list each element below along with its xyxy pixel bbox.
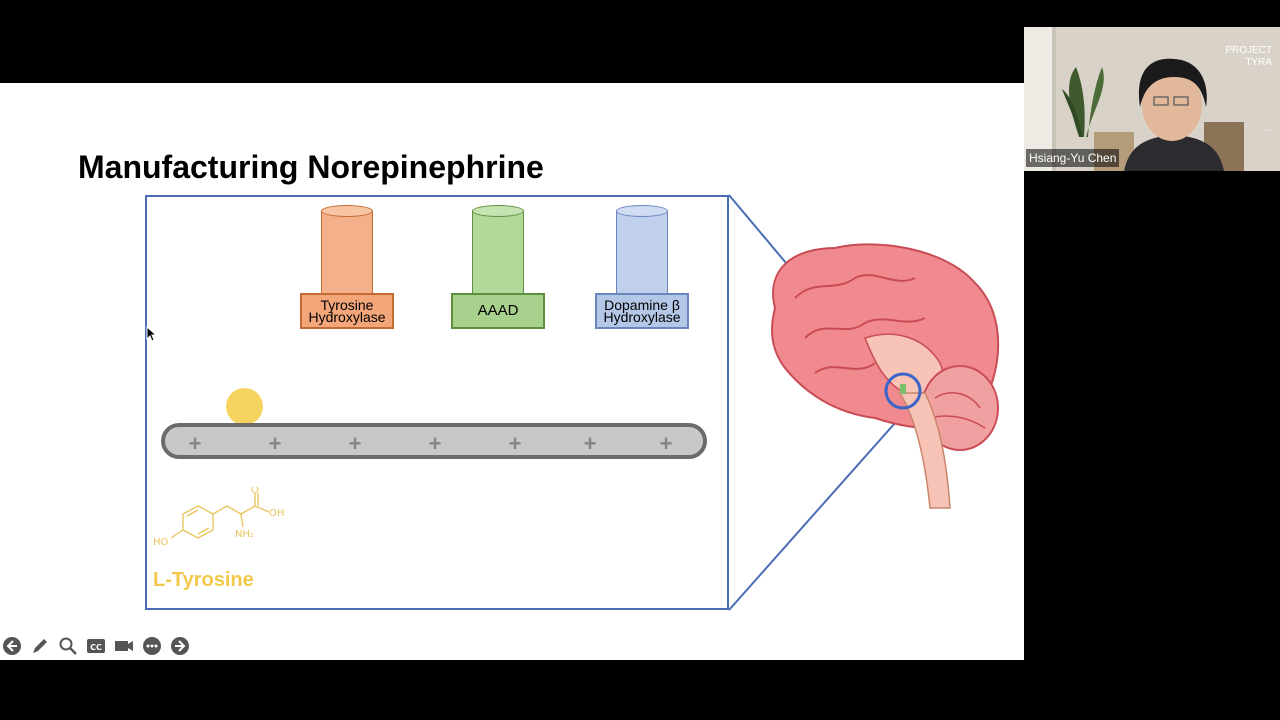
more-icon <box>143 637 161 655</box>
plus-icon: + <box>583 431 597 456</box>
pen-button[interactable] <box>30 636 50 656</box>
participant-video-tile[interactable]: PROJECT TYRA ... Hsiang-Yu Chen <box>1024 27 1280 171</box>
watermark-line: PROJECT <box>1225 45 1272 56</box>
enzyme-aaad: AAAD <box>451 205 545 331</box>
next-icon <box>171 637 189 655</box>
participant-name: Hsiang-Yu Chen <box>1026 149 1120 167</box>
enzyme-dopamine-beta-hydroxylase: Dopamine β Hydroxylase <box>595 205 689 331</box>
enzyme-label: Tyrosine Hydroxylase <box>300 293 394 329</box>
previous-slide-button[interactable] <box>2 636 22 656</box>
previous-icon <box>3 637 21 655</box>
atom-o: O <box>251 487 259 496</box>
plus-icon: + <box>428 431 442 456</box>
pathway-diagram: Tyrosine Hydroxylase AAAD Dopamine β Hyd… <box>145 195 729 610</box>
presentation-slide: Manufacturing Norepinephrine Tyrosine Hy… <box>0 83 1024 660</box>
brain-illustration <box>771 243 1000 509</box>
plus-icon: + <box>268 431 282 456</box>
mouse-cursor-icon <box>146 326 158 342</box>
watermark: PROJECT TYRA <box>1225 45 1272 69</box>
atom-ho: HO <box>153 537 169 548</box>
atom-nh2: NH₂ <box>235 529 254 540</box>
more-options-button[interactable] <box>142 636 162 656</box>
camera-icon <box>115 641 133 651</box>
atom-oh: OH <box>269 508 284 519</box>
watermark-line: TYRA <box>1245 57 1272 68</box>
enzyme-label: AAAD <box>451 293 545 329</box>
camera-button[interactable] <box>114 636 134 656</box>
zoom-button[interactable] <box>58 636 78 656</box>
captions-icon: CC <box>87 639 105 653</box>
enzyme-tyrosine-hydroxylase: Tyrosine Hydroxylase <box>300 205 394 331</box>
plus-icon: + <box>188 431 202 456</box>
conveyor-belt: + + + + + + + <box>161 423 707 459</box>
l-tyrosine-structure: O OH NH₂ HO <box>153 487 284 548</box>
next-slide-button[interactable] <box>170 636 190 656</box>
plus-icon: + <box>508 431 522 456</box>
zoom-icon <box>59 637 77 655</box>
tyrosine-ball <box>226 388 263 425</box>
svg-text:CC: CC <box>90 643 102 652</box>
l-tyrosine-label: L-Tyrosine <box>153 569 254 591</box>
captions-button[interactable]: CC <box>86 636 106 656</box>
presenter-toolbar: CC <box>2 636 190 656</box>
plus-icon: + <box>348 431 362 456</box>
plus-icon: + <box>659 431 673 456</box>
pen-icon <box>33 639 47 653</box>
slide-title: Manufacturing Norepinephrine <box>78 149 544 185</box>
tile-more-icon[interactable]: ... <box>1263 123 1272 134</box>
enzyme-label: Dopamine β Hydroxylase <box>595 293 689 329</box>
